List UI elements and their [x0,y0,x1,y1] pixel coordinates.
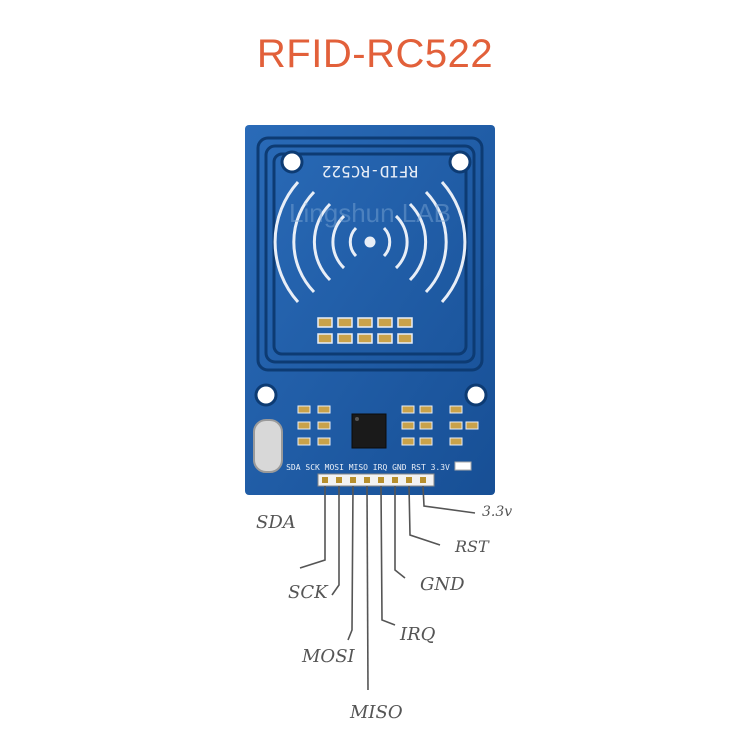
power-led [454,461,472,471]
crystal-oscillator [253,419,283,473]
capacitor-array [317,317,413,344]
pcb-board [245,125,495,495]
antenna-coil [256,136,484,372]
pin-label-mosi: MOSI [301,646,356,667]
pin-label-rst: RST [454,537,490,556]
pin-label-irq: IRQ [399,624,436,645]
pin-label-sda: SDA [256,512,296,533]
board-silkscreen-name: RFID-RC522 [322,162,418,181]
rf-wave-icon [273,181,467,303]
mounting-holes [254,150,488,407]
smd-components [297,405,479,446]
watermark: Lingshun LAB [289,198,451,228]
pin-leader-lines [299,485,476,691]
pin-label-gnd: GND [420,574,465,595]
pin-label-3v3: 3.3v [482,504,512,520]
header-silkscreen: SDA SCK MOSI MISO IRQ GND RST 3.3V [286,463,450,472]
pin-label-miso: MISO [349,702,403,723]
pin-label-sck: SCK [288,582,329,603]
page-title: RFID-RC522 [256,32,494,76]
pin-header [317,473,435,487]
